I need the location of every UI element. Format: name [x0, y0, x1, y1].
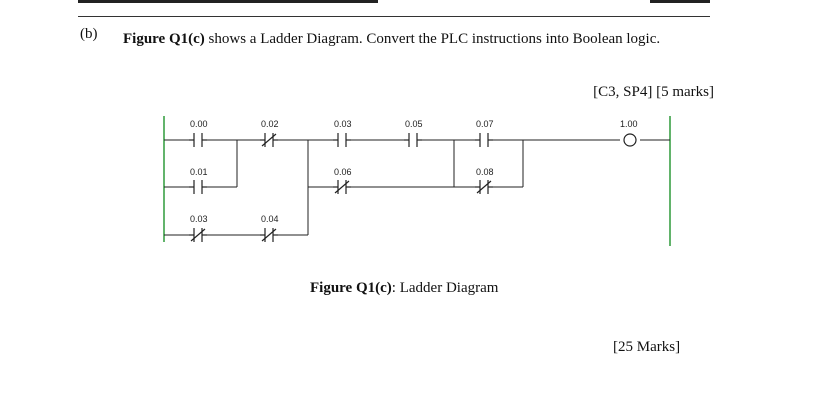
contact-0-05-symbol	[404, 133, 422, 147]
header-rule	[78, 16, 710, 17]
ladder-diagram: 0.00 0.02 0.03 0.05 0.07 0.01 0.06 0.08 …	[163, 116, 671, 246]
question-body: shows a Ladder Diagram. Convert the PLC …	[208, 31, 661, 47]
question-text: Figure Q1(c) shows a Ladder Diagram. Con…	[123, 26, 715, 53]
contact-label: 0.07	[476, 119, 494, 129]
contact-label: 0.08	[476, 167, 494, 177]
contact-label: 0.04	[261, 214, 279, 224]
figure-caption: Figure Q1(c): Ladder Diagram	[310, 280, 498, 297]
contact-symbols	[189, 133, 493, 242]
contact-0-02-symbol	[260, 133, 278, 147]
contact-label: 0.03	[334, 119, 352, 129]
contact-0-00-symbol	[189, 133, 207, 147]
contact-0-03-symbol	[333, 133, 351, 147]
figure-caption-text: : Ladder Diagram	[391, 280, 499, 296]
contact-label: 0.05	[405, 119, 423, 129]
contact-label: 0.01	[190, 167, 208, 177]
contact-label: 0.00	[190, 119, 208, 129]
ladder-wiring	[164, 139, 670, 236]
coil-symbol	[623, 133, 637, 147]
contact-label: 0.06	[334, 167, 352, 177]
contact-0-04-symbol	[260, 228, 278, 242]
contact-label: 0.02	[261, 119, 279, 129]
contact-0-07-symbol	[475, 133, 493, 147]
contact-label: 0.03	[190, 214, 208, 224]
total-marks: [25 Marks]	[613, 339, 681, 355]
contact-0-08-symbol	[475, 180, 493, 194]
contact-0-03-nc-symbol	[189, 228, 207, 242]
coil-label: 1.00	[620, 119, 638, 129]
contact-0-01-symbol	[189, 180, 207, 194]
question-label: (b)	[80, 26, 98, 42]
previous-page-header-fragment	[78, 0, 710, 6]
question-figure-ref: Figure Q1(c)	[123, 31, 205, 47]
contact-0-06-symbol	[333, 180, 351, 194]
marks-reference: [C3, SP4] [5 marks]	[593, 84, 714, 100]
figure-caption-label: Figure Q1(c)	[310, 280, 392, 296]
